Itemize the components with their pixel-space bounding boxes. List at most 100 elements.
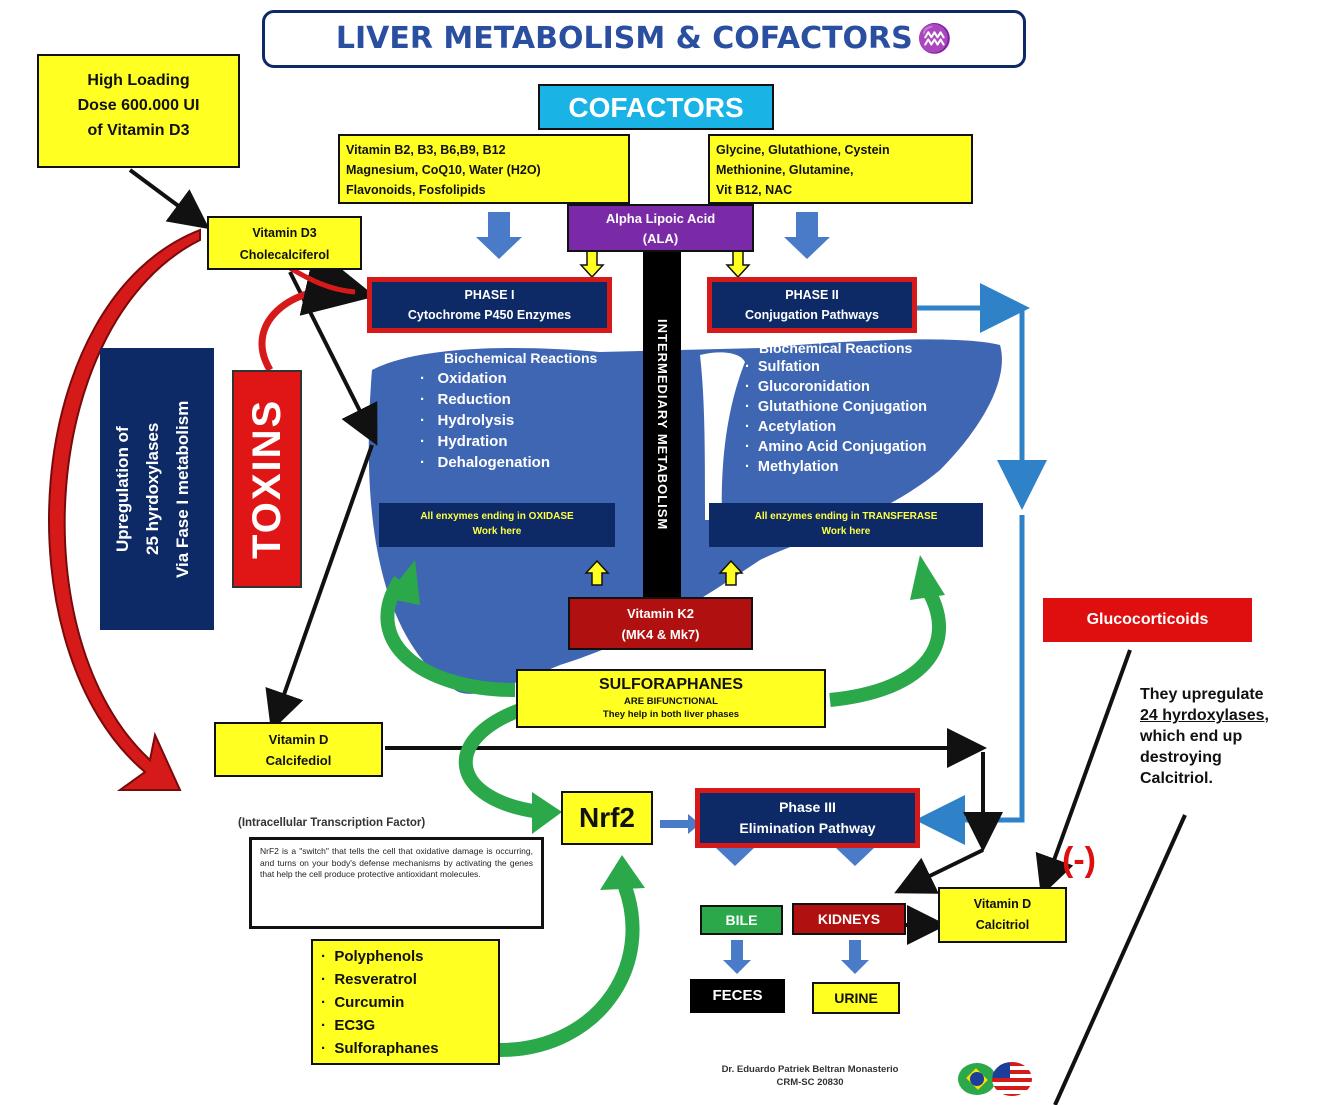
nrf2-box: Nrf2 [561,791,653,845]
cofactor-line: Magnesium, CoQ10, Water (H2O) [346,163,541,177]
vitd3-line: Vitamin D3 [252,226,317,240]
intestine-icon: ♒ [917,23,953,54]
red-toxin-curve [258,247,376,372]
phase-1-box: PHASE I Cytochrome P450 Enzymes [367,277,612,333]
vitk2-line: Vitamin K2 [627,606,694,621]
page-title: LIVER METABOLISM & COFACTORS [335,21,913,56]
nutrient-item: · Resveratrol [321,971,417,988]
reaction-item: · Glucoronidation [745,379,870,395]
vitamin-d3-box: Vitamin D3 Cholecalciferol [207,216,362,270]
sulfo-line: They help in both liver phases [602,709,740,720]
cofactors-left: Vitamin B2, B3, B6,B9, B12 Magnesium, Co… [338,134,630,204]
bile-label: BILE [725,912,758,928]
feces-label: FECES [712,987,763,1004]
nutrients-list: · Polyphenols · Resveratrol · Curcumin ·… [321,945,490,1060]
phase-2-box: PHASE II Conjugation Pathways [707,277,917,333]
sulfo-line: ARE BIFUNCTIONAL [624,696,718,707]
upregulation-box: Upregulation of 25 hyrdoxylases Via Fase… [100,348,214,630]
bile-box: BILE [700,905,783,935]
urine-box: URINE [812,982,900,1014]
phase1-line: Cytochrome P450 Enzymes [407,308,572,322]
ala-line: Alpha Lipoic Acid [605,211,716,226]
reaction-item: · Hydration [420,433,508,450]
yellow-arrows [579,249,751,586]
oxidase-line: All enxymes ending in OXIDASE [420,511,574,522]
author-credit: Dr. Eduardo Patriek Beltran Monasterio C… [660,1063,960,1089]
nrf2-label: Nrf2 [578,802,635,833]
reaction-item: · Sulfation [745,359,820,375]
inhibition-sign: (-) [1062,841,1096,879]
feces-box: FECES [690,979,785,1013]
intermediary-label: INTERMEDIARY METABOLISM [643,260,681,590]
glucocorticoids-note: They upregulate 24 hyrdoxylases, which e… [1140,684,1340,789]
oxidase-line: Work here [472,526,522,537]
phase2-line: PHASE II [785,288,839,302]
cofactor-line: Methionine, Glutamine, [716,163,854,177]
biochem-title: Biochemical Reactions [759,340,913,356]
sulfo-title: SULFORAPHANES [598,676,743,693]
biochem-title: Biochemical Reactions [444,350,598,366]
note-line: of Vitamin D3 [87,122,190,139]
phase1-reactions: Biochemical Reactions · Oxidation · Redu… [420,350,640,473]
cofactor-line: Vitamin B2, B3, B6,B9, B12 [346,143,506,157]
gluco-note-line: destroying [1140,749,1222,766]
phase2-reactions: Biochemical Reactions · Sulfation · Gluc… [745,340,985,477]
itf-label: (Intracellular Transcription Factor) [238,817,426,829]
nutrient-item: · EC3G [321,1017,376,1034]
toxins-box: TOXINS [232,370,302,588]
red-d3-curve [288,265,356,295]
calcitriol-line: Calcitriol [975,918,1030,932]
urine-label: URINE [834,990,878,1006]
brazil-flag-icon [958,1063,996,1095]
phase2-phase3-flow [915,283,1047,845]
upreg-line: Upregulation of [113,426,132,552]
reaction-item: · Glutathione Conjugation [745,399,928,415]
cofactors-header: COFACTORS [538,84,774,130]
sulforaphanes-box: SULFORAPHANES ARE BIFUNCTIONAL They help… [516,669,826,728]
phase2-reaction-list: · Sulfation · Glucoronidation · Glutathi… [745,357,985,477]
blue-down-arrows [476,212,874,974]
upreg-line: 25 hyrdoxylases [143,422,162,556]
gluco-note-line: They upregulate [1140,686,1264,703]
author-name: Dr. Eduardo Patriek Beltran Monasterio [721,1064,899,1075]
calcifediol-line: Vitamin D [268,732,329,747]
reaction-item: · Methylation [745,459,839,475]
green-arrows [380,576,947,1057]
nutrients-box: · Polyphenols · Resveratrol · Curcumin ·… [311,939,500,1065]
usa-flag-icon [992,1062,1032,1096]
cofactor-line: Flavonoids, Fosfolipids [346,183,486,197]
upreg-line: Via Fase I metabolism [173,400,192,578]
calcifediol-box: Vitamin D Calcifediol [214,722,383,777]
cofactors-right: Glycine, Glutathione, Cystein Methionine… [708,134,973,204]
liver-lobe-gap [700,352,745,520]
reaction-item: · Amino Acid Conjugation [745,439,927,455]
nutrient-item: · Curcumin [321,994,405,1011]
calcitriol-line: Vitamin D [973,897,1032,911]
nrf2-description-box: NrF2 is a "switch" that tells the cell t… [249,837,544,929]
oxidase-box: All enxymes ending in OXIDASE Work here [379,503,615,547]
nrf2-desc-text: NrF2 is a "switch" that tells the cell t… [260,846,533,879]
cofactors-label: COFACTORS [568,92,744,123]
phase3-line: Phase III [779,799,836,815]
note-line: Dose 600.000 UI [77,97,200,114]
title-banner: LIVER METABOLISM & COFACTORS ♒ [262,10,1026,68]
nutrient-item: · Sulforaphanes [321,1040,439,1057]
transferase-line: All enzymes ending in TRANSFERASE [754,511,938,522]
intermediary-text: INTERMEDIARY METABOLISM [655,319,670,531]
kidneys-label: KIDNEYS [817,911,881,927]
green-arrowheads [385,555,945,890]
cofactor-line: Glycine, Glutathione, Cystein [716,143,890,157]
toxins-label: TOXINS [245,398,289,560]
vitd3-line: Cholecalciferol [239,248,330,262]
reaction-item: · Hydrolysis [420,412,515,429]
reaction-item: · Acetylation [745,419,837,435]
kidneys-box: KIDNEYS [792,903,906,935]
phase-3-box: Phase III Elimination Pathway [695,788,920,848]
intermediary-metabolism-bar [643,252,681,597]
calcitriol-box: Vitamin D Calcitriol [938,887,1067,943]
gluco-note-line: 24 hyrdoxylases, [1140,707,1269,724]
reaction-item: · Dehalogenation [420,454,551,471]
calcifediol-line: Calcifediol [265,753,332,768]
loading-dose-note: High Loading Dose 600.000 UI of Vitamin … [37,54,240,168]
ala-line: (ALA) [642,231,679,246]
